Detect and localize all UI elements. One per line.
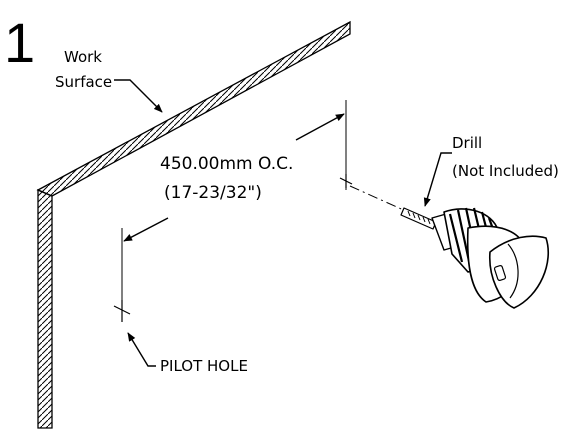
dimension-arrow-right xyxy=(295,113,345,141)
drill-label-line1: Drill xyxy=(452,134,482,152)
pilot-hole-leader xyxy=(127,332,156,367)
pilot-hole-mark xyxy=(113,300,131,322)
work-surface-label-line2: Surface xyxy=(55,73,112,91)
dimension-arrow-left xyxy=(123,217,169,242)
work-surface-leader xyxy=(114,79,163,113)
spacing-imperial-label: (17-23/32") xyxy=(164,183,262,203)
drill-icon xyxy=(400,207,550,309)
spacing-metric-label: 450.00mm O.C. xyxy=(160,154,293,174)
drill-leader xyxy=(423,152,452,207)
drill-point-mark xyxy=(339,174,353,188)
work-surface-label-line1: Work xyxy=(64,48,102,66)
pilot-hole-label: PILOT HOLE xyxy=(160,357,248,375)
drill-label-line2: (Not Included) xyxy=(452,162,559,180)
work-surface-side xyxy=(37,189,53,429)
drill-axis-line xyxy=(349,185,409,213)
step-number: 1 xyxy=(4,11,35,74)
